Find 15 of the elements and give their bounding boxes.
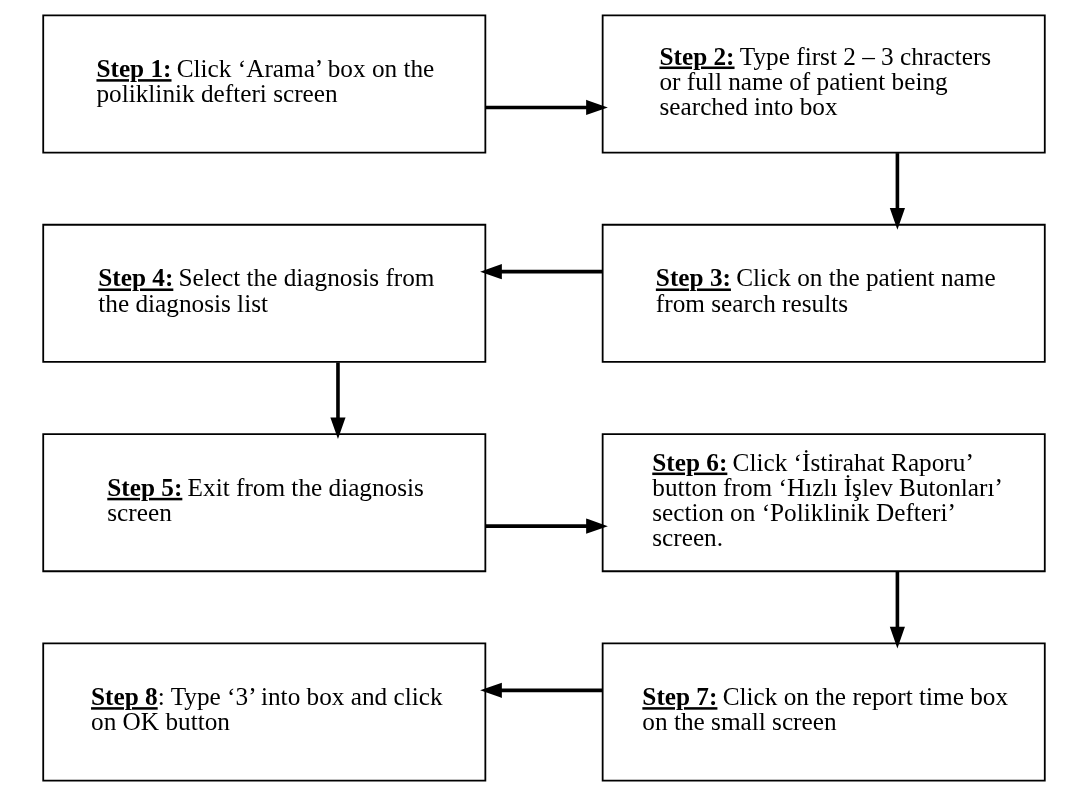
node-box: Step 6: Click ‘İstirahat Raporu’ button from ‘Hızlı İşlev Butonları’ section on ‘Poliklinik Defteri’ screen. xyxy=(601,433,1046,573)
arrow xyxy=(330,362,346,440)
node-box: Step 4: Select the diagnosis from the diagnosis list xyxy=(42,223,487,363)
node-box: Step 8: Type ‘3’ into box and click on OK button xyxy=(42,642,487,782)
arrow xyxy=(889,153,905,230)
arrow xyxy=(485,518,608,534)
arrow xyxy=(485,99,608,116)
node-box: Step 1: Click ‘Arama’ box on the poliklinik defteri screen xyxy=(42,14,487,154)
node-box: Step 2: Type first 2 – 3 chracters or full name of patient being searched into box xyxy=(601,14,1046,154)
node-box: Step 7: Click on the report time box on the small screen xyxy=(601,642,1046,782)
node-box: Step 5: Exit from the diagnosis screen xyxy=(42,433,487,573)
arrow xyxy=(889,571,905,649)
node-box: Step 3: Click on the patient name from search results xyxy=(601,223,1046,363)
arrow xyxy=(480,264,603,280)
arrow xyxy=(480,682,603,698)
